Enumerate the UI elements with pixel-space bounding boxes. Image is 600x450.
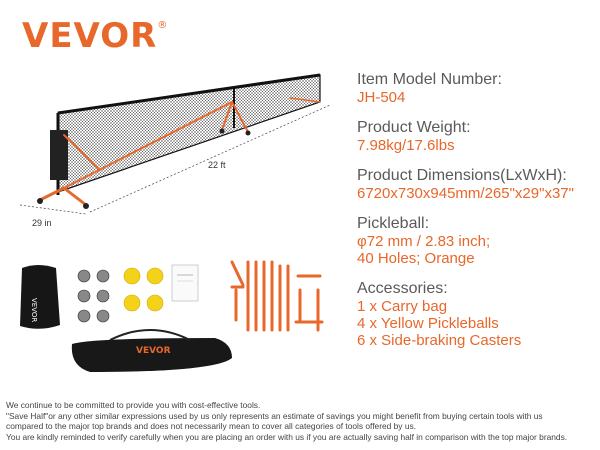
spec-value: 6 x Side-braking Casters [357, 332, 522, 349]
dimension-lines [19, 104, 331, 215]
disclaimer-line: We continue to be committed to provide y… [6, 400, 261, 410]
user-manual [171, 264, 199, 302]
spec-item: Product Weight:7.98kg/17.6lbs [357, 118, 597, 154]
disclaimer-line: compared to the major top brands and doe… [6, 421, 416, 432]
brand-name: VEVOR [22, 16, 158, 56]
caster-wheels [37, 128, 251, 209]
spec-label: Pickleball: [357, 215, 430, 232]
frame-poles [230, 260, 324, 332]
length-dimension-label: 22 ft [208, 160, 226, 170]
spec-value: 40 Holes; Orange [357, 250, 475, 267]
spec-value: JH-504 [357, 89, 406, 106]
spec-item: Pickleball:φ72 mm / 2.83 inch;40 Holes; … [357, 214, 597, 267]
spec-value: φ72 mm / 2.83 inch; [357, 233, 491, 250]
brand-logo: VEVOR® [22, 16, 168, 56]
spec-value: 4 x Yellow Pickleballs [357, 315, 499, 332]
disclaimer-line: "Save Half"or any other similar expressi… [6, 410, 543, 421]
registered-mark: ® [157, 20, 169, 31]
pickleball-net [50, 73, 321, 195]
yellow-pickleballs [123, 267, 164, 312]
net-side-panel [50, 130, 68, 180]
caster-set [77, 269, 110, 323]
spec-value: 6720x730x945mm/265"x29"x37" [357, 185, 574, 202]
carry-bag: VEVOR [71, 329, 233, 372]
orange-frame [38, 97, 321, 207]
spec-label: Product Weight: [357, 119, 471, 136]
svg-text:VEVOR: VEVOR [136, 346, 171, 356]
carry-bag-vertical: VEVOR [20, 265, 60, 329]
spec-label: Item Model Number: [357, 71, 502, 88]
depth-dimension-label: 29 in [32, 218, 52, 228]
spec-label: Accessories: [357, 280, 448, 297]
spec-label: Product Dimensions(LxWxH): [357, 167, 567, 184]
spec-value: 1 x Carry bag [357, 298, 448, 315]
disclaimer-line: You are kindly reminded to verify carefu… [6, 431, 568, 442]
svg-text:VEVOR: VEVOR [30, 298, 38, 322]
spec-item: Item Model Number:JH-504 [357, 70, 597, 106]
spec-item: Product Dimensions(LxWxH):6720x730x945mm… [357, 166, 597, 202]
spec-value: 7.98kg/17.6lbs [357, 137, 455, 154]
disclaimer: We continue to be committed to provide y… [6, 400, 598, 442]
